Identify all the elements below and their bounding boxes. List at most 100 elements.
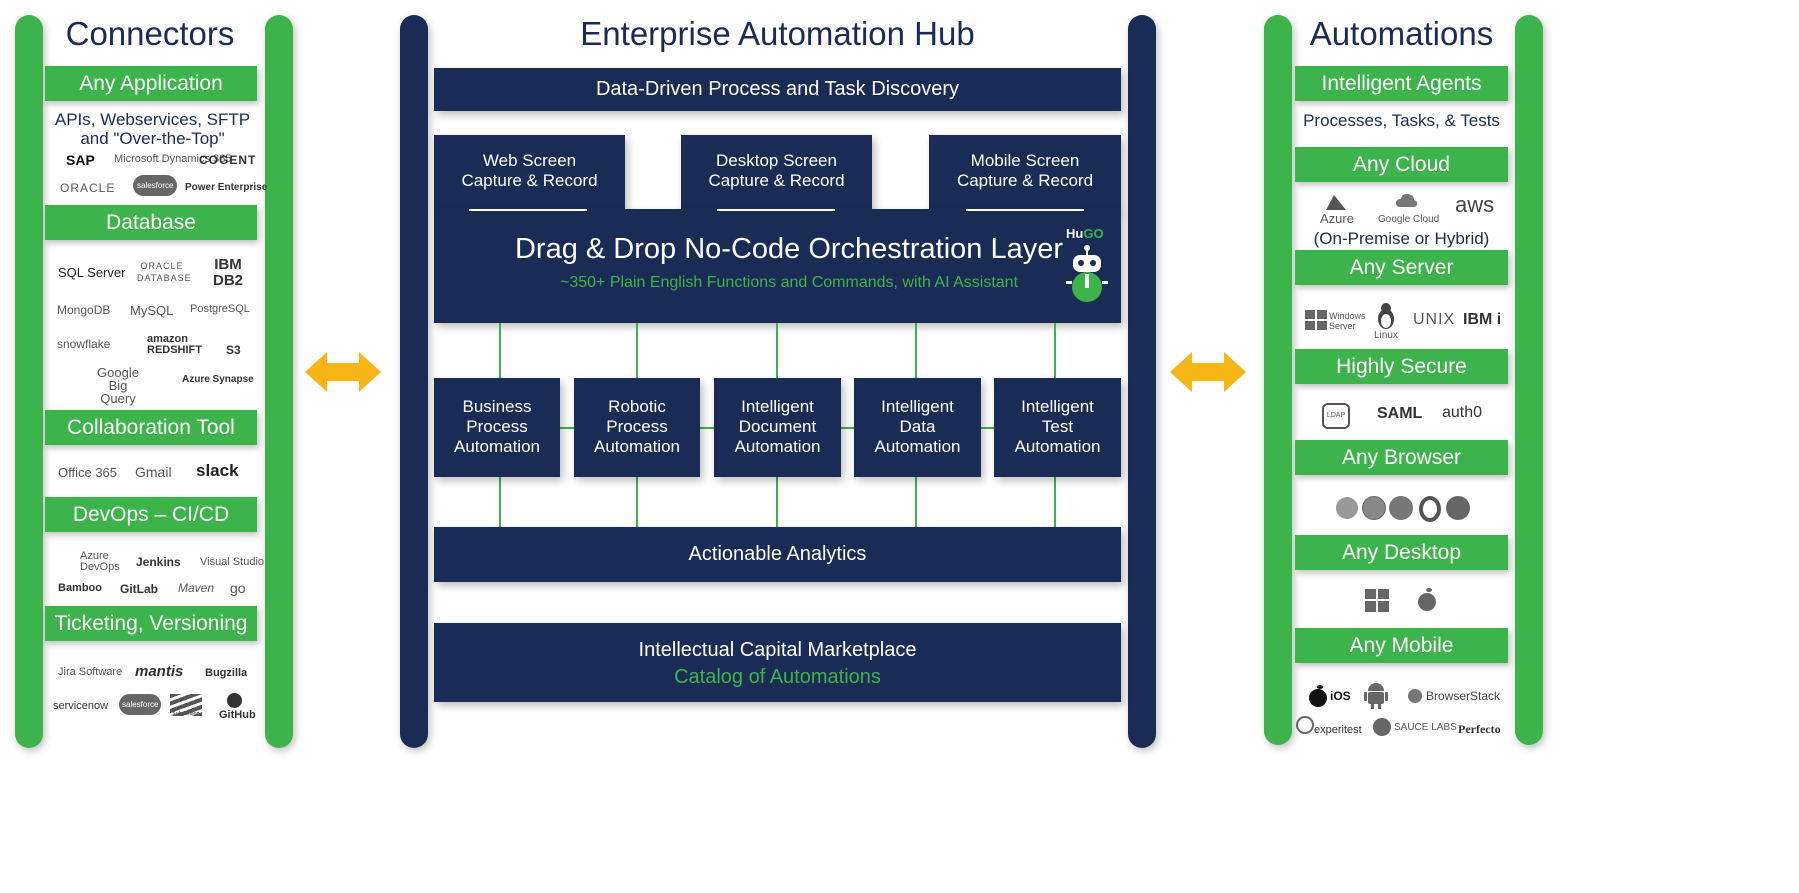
firefox-icon	[1389, 496, 1413, 520]
logo-go: go	[230, 580, 246, 596]
logo-amazon-redshift: amazon REDSHIFT	[147, 333, 202, 356]
logo-gitlab: GitLab	[120, 582, 158, 596]
section-highly-secure: Highly Secure	[1295, 349, 1508, 384]
azure-icon	[1326, 195, 1346, 210]
ita-line1: Intelligent	[1021, 397, 1094, 416]
logo-gmail: Gmail	[135, 464, 172, 480]
logo-browserstack: BrowserStack	[1426, 689, 1501, 703]
logo-subversion: Subversion	[170, 694, 202, 717]
logo-ios: iOS	[1330, 689, 1351, 703]
windows-server-icon	[1305, 310, 1327, 330]
ida-line3: Automation	[734, 437, 821, 456]
hugo-robot-icon	[1066, 245, 1108, 302]
section-any-desktop: Any Desktop	[1295, 535, 1508, 570]
hub-title: Enterprise Automation Hub	[580, 15, 975, 52]
logo-sql-server: SQL Server	[58, 265, 126, 280]
capture-divider-web	[469, 209, 587, 211]
logo-ibm-db2: IBM DB2	[212, 256, 243, 289]
logo-bugzilla: Bugzilla	[205, 667, 248, 679]
experitest-icon	[1296, 716, 1314, 734]
github-icon	[227, 693, 242, 708]
connector-line-top-5	[1054, 323, 1056, 378]
logo-power-enterprise: Power Enterprise	[185, 182, 268, 193]
logo-google-bigquery: Google Big Query	[97, 365, 139, 406]
capture-desktop-line2: Capture & Record	[708, 171, 845, 190]
rpa-line1: Robotic	[608, 397, 666, 416]
logo-bamboo: Bamboo	[58, 582, 102, 594]
connectors-title: Connectors	[65, 15, 235, 52]
section-collaboration-tool: Collaboration Tool	[45, 410, 257, 445]
capture-mobile-line1: Mobile Screen	[970, 151, 1080, 170]
ida-line1: Intelligent	[741, 397, 814, 416]
capture-web-line1: Web Screen	[482, 151, 577, 170]
section-ticketing: Ticketing, Versioning	[45, 606, 257, 641]
connector-line-top-1	[499, 323, 501, 378]
connectors-right-rail	[265, 15, 293, 748]
orchestration-subtitle: ~350+ Plain English Functions and Comman…	[559, 274, 1019, 291]
logo-ibm-i: IBM i	[1463, 311, 1502, 328]
saucelabs-icon	[1373, 718, 1391, 736]
rpa-line2: Process	[606, 417, 668, 436]
rpa-line3: Automation	[594, 437, 680, 456]
logo-mysql: MySQL	[130, 303, 174, 318]
logo-slack: slack	[196, 461, 239, 480]
idata-line3: Automation	[874, 437, 961, 456]
apple-ios-icon	[1309, 685, 1327, 707]
hugo-go: GO	[1083, 226, 1104, 241]
section-any-cloud: Any Cloud	[1295, 147, 1508, 182]
automation-robotic-process: Robotic Process Automation	[574, 378, 700, 477]
automation-intelligent-document: Intelligent Document Automation	[714, 378, 841, 477]
logo-perfecto: Perfecto	[1458, 722, 1501, 736]
hub-left-rail	[400, 15, 428, 748]
orchestration-layer: Drag & Drop No-Code Orchestration Layer …	[434, 209, 1121, 323]
idata-line1: Intelligent	[881, 397, 954, 416]
connector-line-bottom-4	[915, 477, 917, 527]
browserstack-icon	[1408, 689, 1422, 703]
automation-intelligent-test: Intelligent Test Automation	[994, 378, 1121, 477]
cloud-subtitle: (On-Premise or Hybrid)	[1313, 229, 1490, 248]
section-any-mobile: Any Mobile	[1295, 628, 1508, 663]
capture-mobile: Mobile Screen Capture & Record	[929, 135, 1121, 211]
logo-postgresql: PostgreSQL	[190, 303, 250, 315]
connector-line-bottom-1	[499, 477, 501, 527]
orchestration-title: Drag & Drop No-Code Orchestration Layer	[514, 233, 1063, 265]
logo-experitest: experitest	[1314, 724, 1362, 736]
section-any-browser: Any Browser	[1295, 440, 1508, 475]
logo-github: GitHub	[219, 709, 256, 721]
connector-line-top-4	[915, 323, 917, 378]
idata-line2: Data	[899, 417, 936, 436]
linux-tux-icon	[1378, 303, 1394, 329]
logo-office365: Office 365	[58, 465, 118, 480]
discovery-box: Data-Driven Process and Task Discovery	[434, 68, 1121, 111]
safari-icon	[1336, 497, 1358, 519]
logo-saml: SAML	[1377, 405, 1423, 422]
hub-right-rail	[1128, 15, 1156, 748]
logo-salesforce: salesforce	[133, 175, 178, 196]
section-any-application: Any Application	[45, 66, 257, 101]
automations-left-rail	[1264, 15, 1292, 745]
logo-jenkins: Jenkins	[136, 555, 181, 569]
logo-ldap: LDAP	[1322, 403, 1350, 429]
connector-line-top-3	[776, 323, 778, 378]
logo-mongodb: MongoDB	[57, 303, 111, 317]
logo-google-cloud: Google Cloud	[1378, 214, 1440, 225]
logo-mantis: mantis	[135, 663, 184, 680]
logo-azure-devops: Azure DevOps	[80, 550, 120, 573]
hugo-hu: Hu	[1066, 226, 1084, 241]
logo-servicenow: servicenow	[53, 700, 109, 712]
logo-dynamics: Microsoft Dynamics 365	[114, 153, 232, 165]
bpa-line3: Automation	[454, 437, 540, 456]
capture-web: Web Screen Capture & Record	[434, 135, 625, 211]
automation-business-process: Business Process Automation	[434, 378, 560, 477]
opera-icon	[1419, 496, 1441, 522]
intelligent-agents-subtitle: Processes, Tasks, & Tests	[1303, 111, 1500, 130]
logo-oracle: ORACLE	[60, 181, 116, 195]
section-database: Database	[45, 205, 257, 240]
double-arrow-left-icon	[305, 352, 381, 392]
capture-mobile-line2: Capture & Record	[956, 171, 1094, 190]
automations-right-rail	[1515, 15, 1543, 745]
marketplace-title: Intellectual Capital Marketplace	[638, 639, 917, 661]
capture-web-line2: Capture & Record	[461, 171, 598, 190]
ita-line2: Test	[1041, 417, 1074, 436]
logo-auth0: auth0	[1442, 404, 1483, 421]
